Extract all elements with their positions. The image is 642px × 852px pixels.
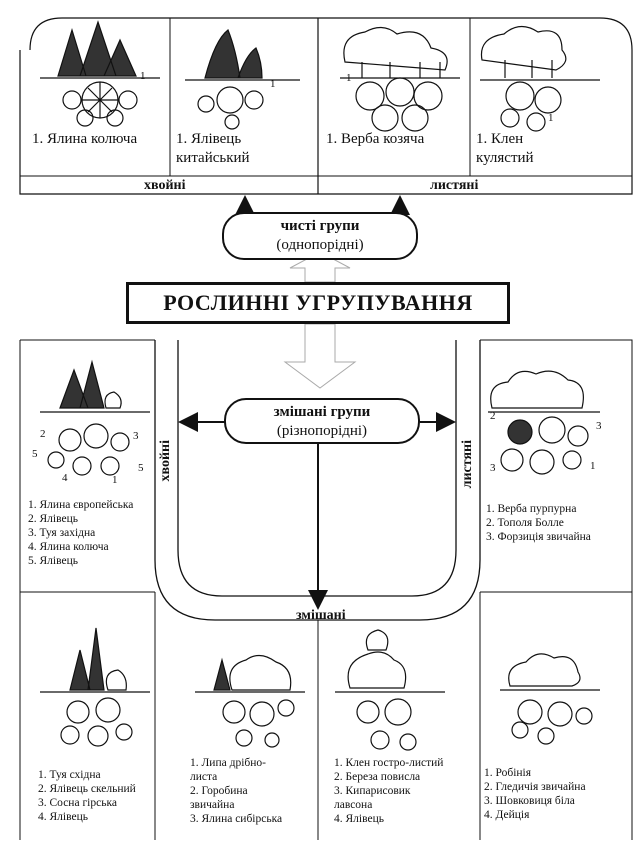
- example-caption: 1. Ялина колюча: [32, 131, 138, 147]
- example-caption: 1. Ялівець китайський: [176, 131, 250, 166]
- list-item: 1. Туя східна: [38, 769, 101, 781]
- plan-number: 1: [270, 78, 276, 90]
- deciduous-mix-illustration: [488, 370, 600, 475]
- plan-number: 4: [62, 472, 68, 484]
- label-conifer-vertical: хвойні: [158, 440, 173, 482]
- plan-number: 1: [548, 112, 554, 124]
- list-item: 3. Сосна гірська: [38, 797, 117, 809]
- main-title: РОСЛИННІ УГРУПУВАННЯ: [126, 282, 510, 324]
- plan-number: 1: [590, 460, 596, 472]
- list-item: 2. Ялівець: [28, 513, 78, 525]
- bottom-list-1: 1. Туя східна 2. Ялівець скельний 3. Сос…: [38, 768, 152, 824]
- bottom-list-3: 1. Клен гостро-листий 2. Береза повисла …: [334, 756, 444, 826]
- list-item: 5. Ялівець: [28, 555, 78, 567]
- label-mixed: змішані: [296, 608, 346, 623]
- bottom-2-illustration: [195, 654, 305, 748]
- bottom-3-illustration: [335, 629, 445, 751]
- bottom-1-illustration: [40, 627, 150, 747]
- bottom-list-2: 1. Липа дрібно-листа 2. Горобина звичайн…: [190, 756, 286, 826]
- plan-number: 5: [138, 462, 144, 474]
- list-item: 3. Туя західна: [28, 527, 96, 539]
- list-item: 4. Ялина колюча: [28, 541, 109, 553]
- pure-groups-node: чисті групи (однопорідні): [222, 212, 418, 260]
- list-item: 3. Шовковиця біла: [484, 795, 575, 807]
- spruce-group-illustration: [40, 20, 160, 127]
- list-item: 4. Ялівець: [334, 813, 384, 825]
- plan-number: 2: [40, 428, 46, 440]
- plan-number: 1: [140, 70, 146, 82]
- list-item: 2. Гледичія звичайна: [484, 781, 586, 793]
- plan-number: 1: [112, 474, 118, 486]
- example-caption: 1. Клен кулястий: [476, 131, 534, 166]
- list-item: 2. Тополя Болле: [486, 517, 564, 529]
- list-item: 4. Ялівець: [38, 811, 88, 823]
- mixed-groups-subtitle: (різнопорідні): [276, 423, 368, 439]
- list-item: 4. Дейція: [484, 809, 530, 821]
- bottom-4-illustration: [500, 653, 600, 745]
- example-caption: 1. Верба козяча: [326, 131, 425, 147]
- maple-group-illustration: [480, 25, 600, 132]
- list-item: 1. Верба пурпурна: [486, 503, 577, 515]
- plan-number: 1: [346, 72, 352, 84]
- conifer-mix-list: 1. Ялина європейська 2. Ялівець 3. Туя з…: [28, 498, 150, 568]
- list-item: 1. Липа дрібно-листа: [190, 757, 266, 783]
- plan-number: 2: [490, 410, 496, 422]
- conifer-mix-illustration: [40, 359, 150, 476]
- list-item: 1. Ялина європейська: [28, 499, 134, 511]
- mixed-groups-node: змішані групи (різнопорідні): [224, 398, 420, 444]
- pure-groups-subtitle: (однопорідні): [276, 237, 364, 253]
- list-item: 3. Кипарисовик лавсона: [334, 785, 411, 811]
- plan-number: 5: [32, 448, 38, 460]
- list-item: 3. Ялина сибірська: [190, 813, 283, 825]
- deciduous-mix-list: 1. Верба пурпурна 2. Тополя Болле 3. Фор…: [486, 502, 596, 544]
- list-item: 1. Робінія: [484, 767, 532, 779]
- willow-group-illustration: [340, 26, 460, 132]
- plan-number: 3: [133, 430, 139, 442]
- list-item: 2. Ялівець скельний: [38, 783, 136, 795]
- list-item: 2. Береза повисла: [334, 771, 421, 783]
- list-item: 1. Клен гостро-листий: [334, 757, 444, 769]
- plan-number: 3: [596, 420, 602, 432]
- label-deciduous-vertical: листяні: [460, 440, 475, 489]
- juniper-group-illustration: [185, 29, 300, 130]
- list-item: 2. Горобина звичайна: [190, 785, 248, 811]
- bottom-list-4: 1. Робінія 2. Гледичія звичайна 3. Шовко…: [484, 766, 594, 822]
- pure-groups-title: чисті групи: [280, 218, 360, 234]
- mixed-groups-title: змішані групи: [273, 404, 371, 420]
- label-deciduous: листяні: [430, 178, 479, 193]
- list-item: 3. Форзиція звичайна: [486, 531, 591, 543]
- plan-number: 3: [490, 462, 496, 474]
- label-conifer: хвойні: [144, 178, 186, 193]
